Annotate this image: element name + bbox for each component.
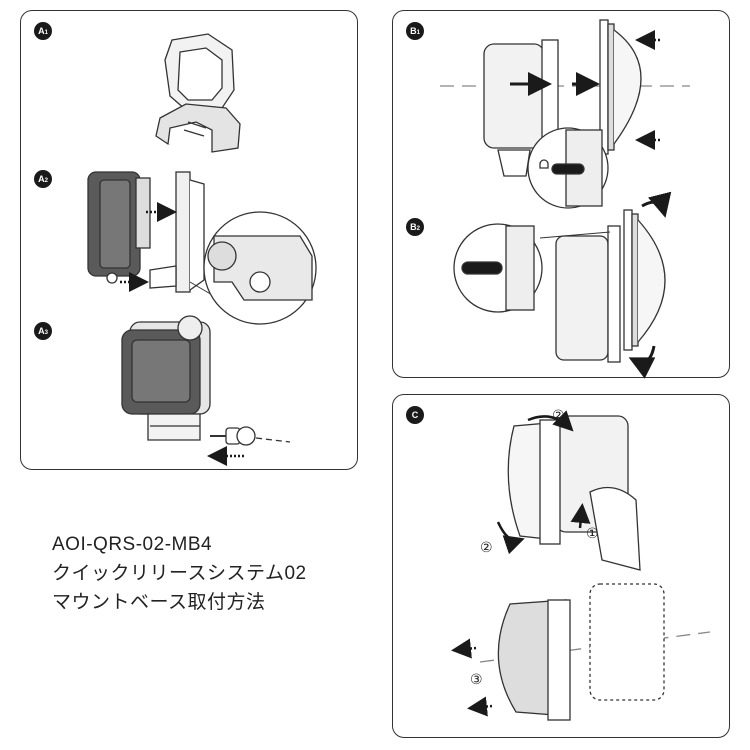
step-label-3: ③ bbox=[470, 672, 483, 688]
dome-lock-illustration bbox=[453, 191, 672, 379]
badge-letter: A bbox=[38, 326, 45, 336]
dome-attach-illustration bbox=[440, 19, 690, 209]
step-label-1: ① bbox=[586, 526, 599, 542]
badge-letter: B bbox=[410, 222, 417, 232]
badge-letter: B bbox=[410, 26, 417, 36]
camera-side-illustration bbox=[87, 171, 317, 325]
badge-sub: 1 bbox=[416, 30, 420, 36]
badge-sub: 2 bbox=[416, 226, 420, 232]
badge-letter: C bbox=[411, 410, 419, 420]
caption-block: AOI-QRS-02-MB4 クイックリリースシステム02 マウントベース取付方… bbox=[52, 530, 307, 617]
dome-remove-illustration bbox=[451, 410, 711, 721]
caption-model: AOI-QRS-02-MB4 bbox=[52, 534, 213, 555]
step-label-2-left: ② bbox=[480, 540, 493, 556]
badge-letter: A bbox=[38, 26, 45, 36]
step-badge-c: C bbox=[406, 406, 424, 424]
badge-sub: 1 bbox=[44, 30, 48, 36]
mount-base-illustration bbox=[155, 33, 241, 153]
caption-method: マウントベース取付方法 bbox=[52, 592, 266, 613]
badge-letter: A bbox=[38, 174, 45, 184]
step-label-2-top: ② bbox=[552, 408, 565, 424]
caption-product: クイックリリースシステム02 bbox=[52, 563, 307, 584]
camera-front-illustration bbox=[121, 315, 291, 466]
badge-sub: 3 bbox=[44, 330, 48, 336]
badge-sub: 2 bbox=[44, 178, 48, 184]
